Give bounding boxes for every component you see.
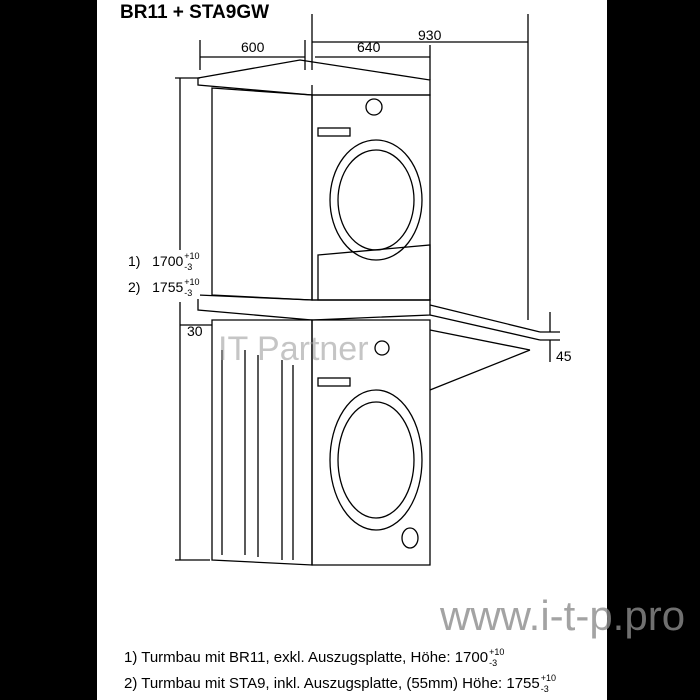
note-1-text: 1) Turmbau mit BR11, exkl. Auszugsplatte… [124, 649, 489, 666]
stack-plate [197, 294, 541, 391]
dim-side-gap: 30 [187, 323, 203, 339]
tol-plus: +10 [540, 673, 557, 684]
diagram-title: BR11 + STA9GW [120, 2, 270, 23]
note-1: 1) Turmbau mit BR11, exkl. Auszugsplatte… [124, 647, 504, 669]
note-2: 2) Turmbau mit STA9, inkl. Auszugsplatte… [124, 673, 556, 695]
watermark-bottom: www.i-t-p.pro [440, 592, 686, 639]
height-1: 1) 1700+10-3 [128, 250, 200, 274]
dim-width: 600 [241, 39, 265, 55]
tol-plus: +10 [184, 277, 200, 288]
height-1-value: 1700 [152, 253, 184, 269]
dryer [197, 59, 431, 301]
height-2: 2) 1755+10-3 [128, 276, 200, 300]
tol-plus: +10 [489, 647, 505, 658]
tol-minus: -3 [184, 288, 193, 299]
watermark-center: IT Partner [218, 330, 369, 368]
tol-minus: -3 [489, 658, 498, 669]
tol-minus: -3 [184, 262, 193, 273]
note-2-text: 2) Turmbau mit STA9, inkl. Auszugsplatte… [124, 675, 540, 692]
dim-depth: 640 [357, 39, 381, 55]
height-2-label: 2) [128, 279, 141, 295]
height-1-label: 1) [128, 253, 141, 269]
dim-plate: 45 [556, 348, 572, 364]
paper [97, 0, 607, 700]
tol-plus: +10 [184, 251, 200, 262]
washing-machine [211, 319, 431, 566]
tol-minus: -3 [540, 684, 549, 695]
dim-depth-total: 930 [418, 27, 442, 43]
height-2-value: 1755 [152, 279, 184, 295]
dimension-lines [175, 14, 560, 561]
